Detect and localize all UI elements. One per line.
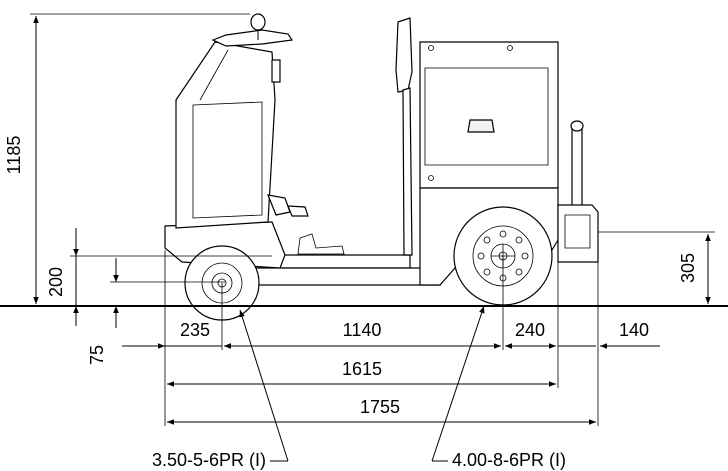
floor-lever bbox=[297, 233, 345, 255]
front-tire-label: 3.50-5-6PR (I) bbox=[152, 450, 266, 470]
steering-console bbox=[175, 41, 276, 229]
chassis-floor bbox=[264, 254, 411, 269]
hitch-pin bbox=[564, 214, 591, 249]
console-switch bbox=[271, 59, 281, 83]
cabinet-bolt bbox=[507, 45, 513, 51]
dim-rear-overhang-label: 240 bbox=[515, 320, 545, 340]
hitch-block bbox=[557, 204, 599, 263]
rear-tire-callout: 4.00-8-6PR (I) bbox=[431, 305, 566, 470]
dim-front-overhang: 235 bbox=[122, 320, 244, 349]
dim-overall-height: 1185 bbox=[4, 16, 39, 304]
cabinet-handle bbox=[467, 119, 495, 133]
pedal-right bbox=[287, 205, 309, 217]
dim-overall-length: 1755 bbox=[167, 397, 596, 425]
dim-wheelbase-label: 1140 bbox=[343, 320, 382, 340]
front-tire-callout: 3.50-5-6PR (I) bbox=[152, 309, 289, 470]
rear-tire-label: 4.00-8-6PR (I) bbox=[452, 450, 566, 470]
dim-hitch-extension: 140 bbox=[558, 320, 660, 349]
dim-hitch-extension-label: 140 bbox=[619, 320, 649, 340]
dim-rear-overhang: 240 bbox=[505, 320, 556, 349]
dim-ground-clearance: 75 bbox=[87, 258, 119, 365]
dim-seat-height: 200 bbox=[46, 228, 79, 326]
dim-overall-height-label: 1185 bbox=[4, 136, 24, 175]
steering-tiller bbox=[211, 29, 294, 47]
cabinet-bolt bbox=[428, 175, 434, 181]
dim-length-to-rear-label: 1615 bbox=[342, 359, 382, 379]
seat-frame bbox=[402, 87, 413, 256]
dim-overall-length-label: 1755 bbox=[360, 397, 400, 417]
tow-bar bbox=[571, 125, 583, 216]
cabinet-panel bbox=[424, 67, 549, 166]
pedal-left bbox=[267, 194, 291, 216]
seat-back bbox=[395, 17, 413, 93]
console-panel bbox=[192, 101, 263, 219]
chassis-base bbox=[254, 267, 441, 286]
dim-length-to-rear: 1615 bbox=[167, 359, 556, 387]
dim-ground-clearance-label: 75 bbox=[87, 345, 107, 365]
cabinet-bolt bbox=[428, 45, 434, 51]
dim-rear-hitch-height-label: 305 bbox=[678, 253, 698, 283]
tiller-knob bbox=[250, 13, 266, 31]
rear-cabinet bbox=[419, 41, 559, 189]
dim-front-overhang-label: 235 bbox=[180, 320, 210, 340]
dim-seat-height-label: 200 bbox=[46, 267, 66, 297]
console-edge bbox=[199, 49, 229, 101]
front-nose bbox=[164, 221, 286, 269]
tow-bar-eye bbox=[570, 120, 584, 132]
dim-rear-hitch-height: 305 bbox=[678, 234, 711, 304]
vehicle-side-view bbox=[164, 13, 599, 321]
extension-lines bbox=[30, 13, 715, 426]
dim-wheelbase: 1140 bbox=[224, 320, 501, 349]
